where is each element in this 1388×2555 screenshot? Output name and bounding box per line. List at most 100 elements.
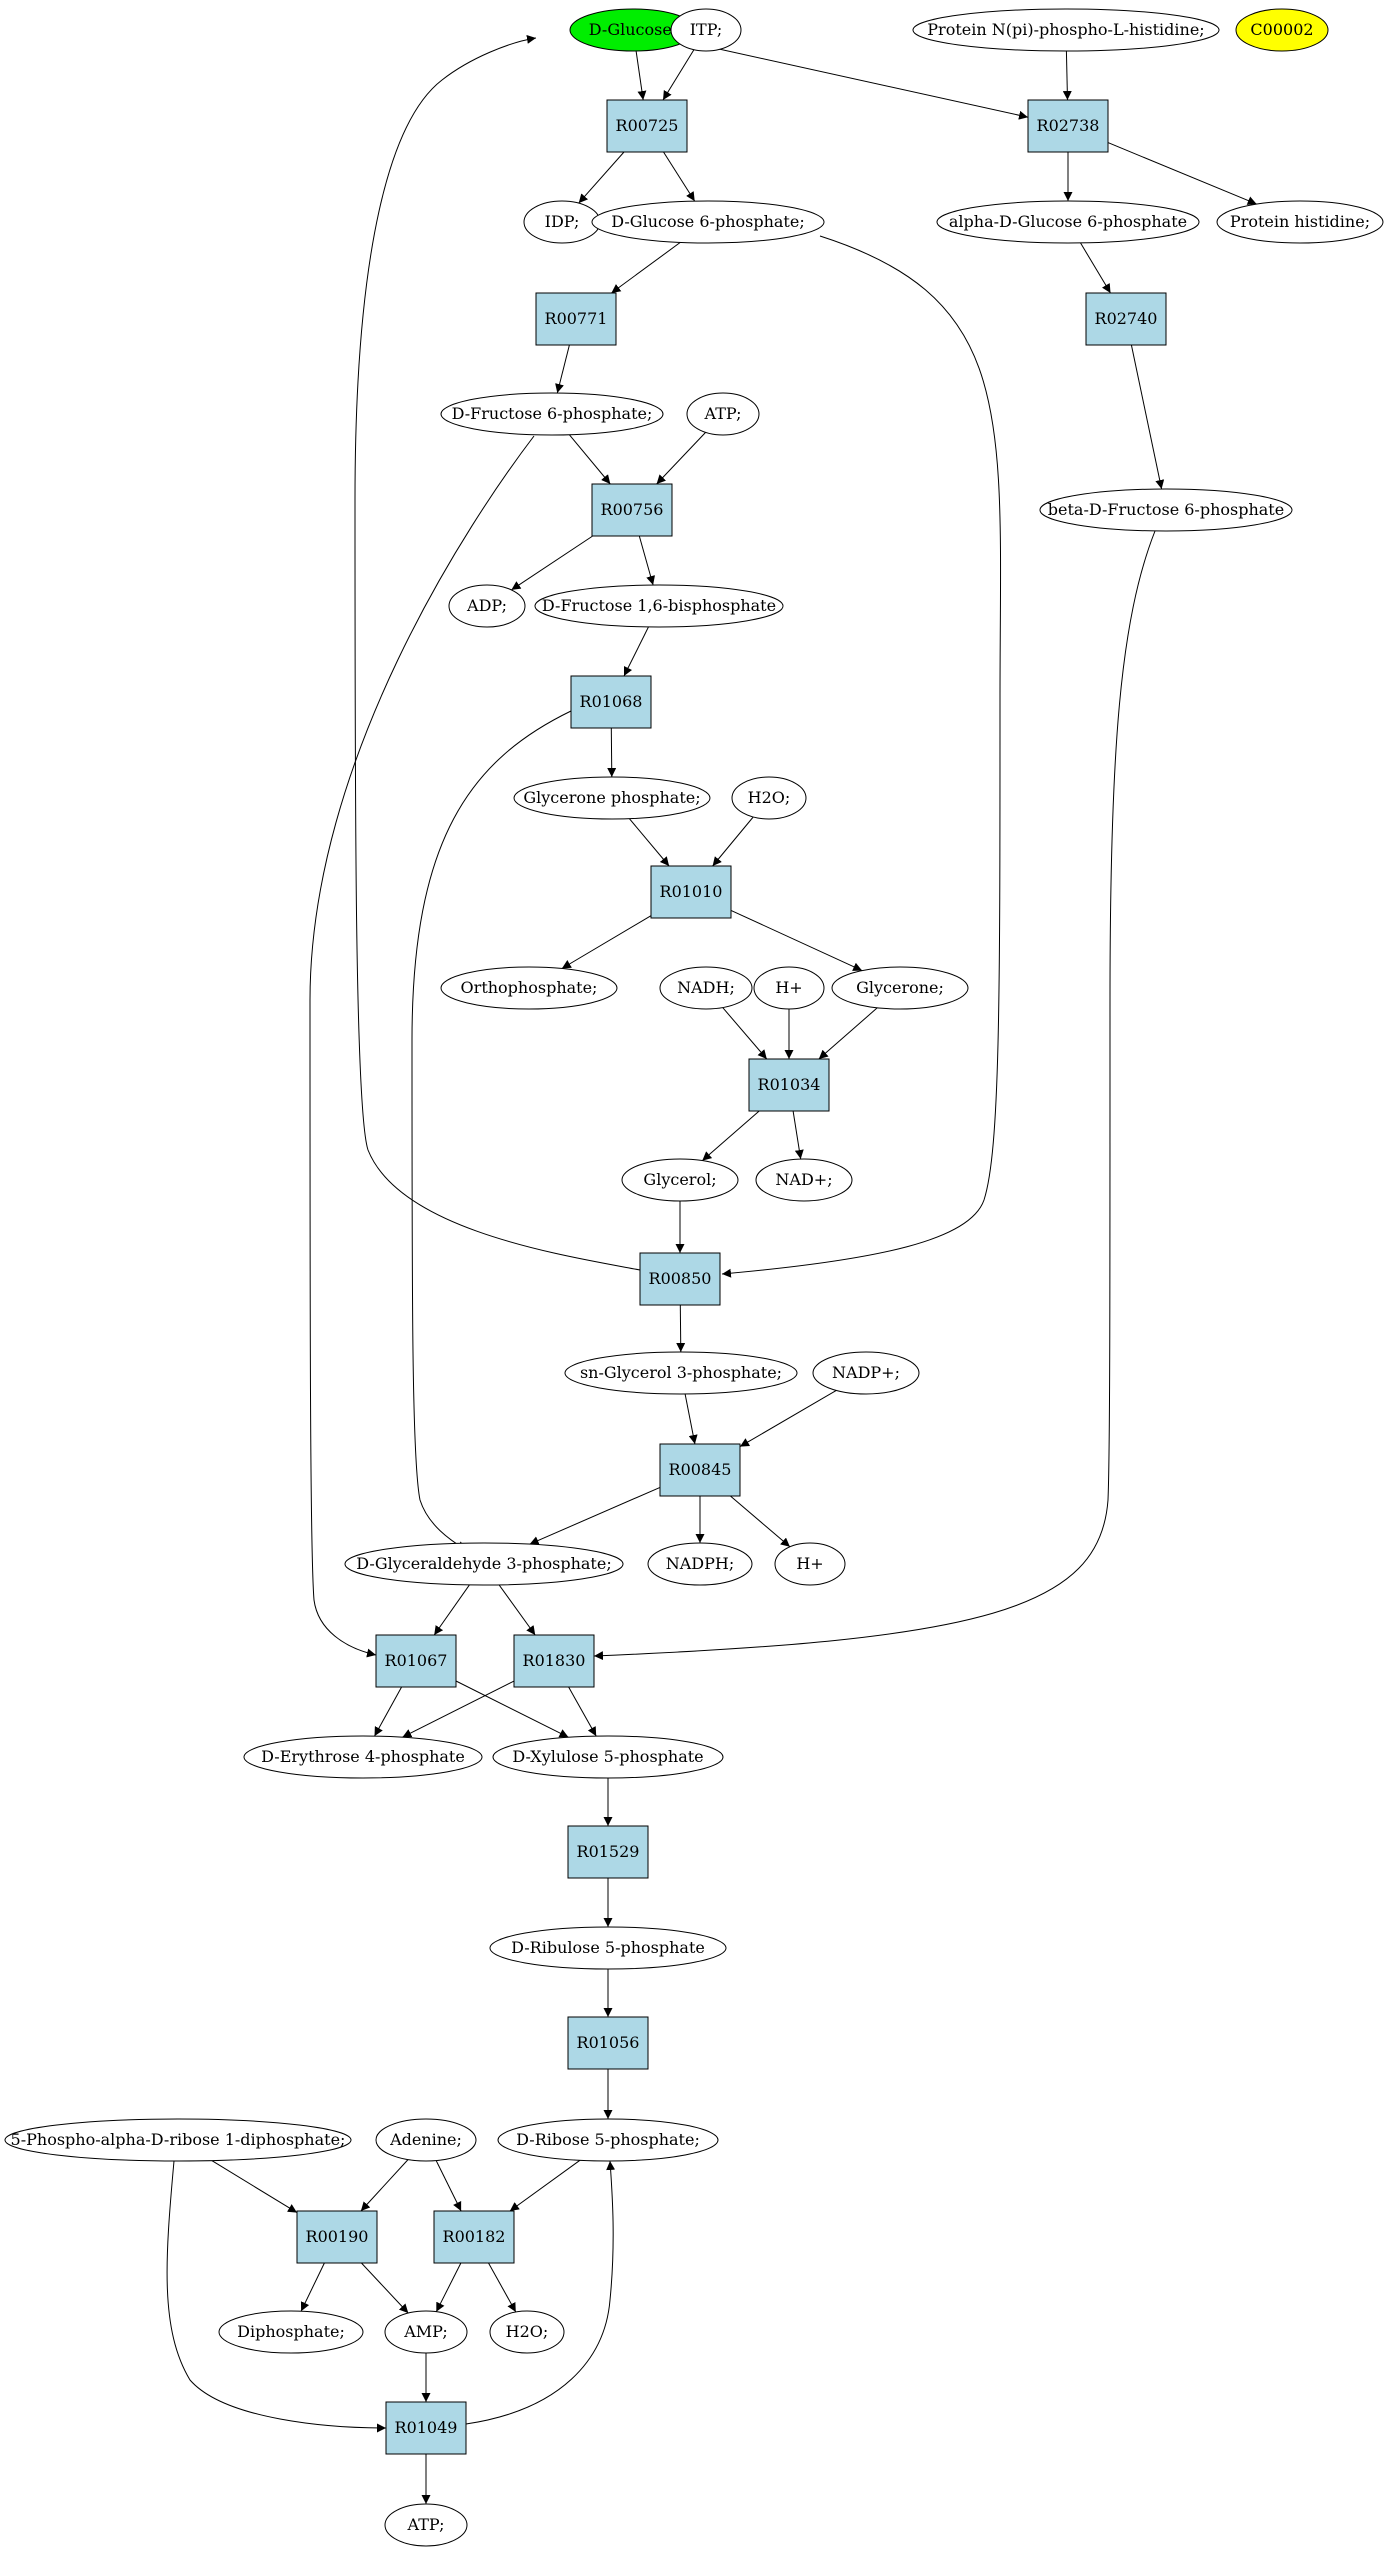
node-label: H+ (796, 1554, 823, 1573)
nodes-layer: D-Glucose;ITP;Protein N(pi)-phospho-L-hi… (4, 8, 1384, 2547)
edge-R02740-to-bf6p (1130, 344, 1165, 490)
edge-glyp-to-R01010 (629, 818, 670, 867)
edge-R00725-to-idp (578, 151, 625, 204)
edge-r5p-to-R00182 (509, 2159, 581, 2212)
node-label: Glycerol; (643, 1170, 716, 1189)
compound-ellipse (1235, 8, 1329, 52)
compound-node-adenine: Adenine; (375, 2118, 477, 2162)
node-label: R00756 (601, 500, 664, 519)
node-label: ATP; (407, 2515, 445, 2534)
node-label: D-Ribose 5-phosphate; (516, 2130, 700, 2149)
compound-ellipse (755, 1158, 853, 1202)
reaction-node-R01056: R01056 (567, 2016, 649, 2070)
compound-ellipse (621, 1158, 739, 1202)
node-label: H2O; (506, 2322, 549, 2341)
node-label: R00850 (649, 1269, 712, 1288)
reaction-box (748, 1058, 830, 1112)
compound-node-ga3p: D-Glyceraldehyde 3-phosphate; (344, 1542, 624, 1586)
compound-ellipse (912, 8, 1220, 52)
compound-node-f6p: D-Fructose 6-phosphate; (440, 392, 664, 436)
edge-ga3p-to-R01830 (498, 1584, 536, 1636)
edge-atp1-to-R00756 (656, 432, 706, 485)
node-label: C00002 (1250, 20, 1313, 39)
edge-g6p-to-R00771 (611, 241, 681, 294)
edge-R01049-to-r5p (465, 2160, 616, 2425)
compound-node-amp: AMP; (384, 2310, 468, 2354)
edge-sng3p-to-R00845 (684, 1393, 698, 1445)
node-label: beta-D-Fructose 6-phosphate (1048, 500, 1284, 519)
compound-ellipse (670, 8, 742, 52)
edge-R01830-to-x5p (568, 1686, 597, 1737)
reaction-box (659, 1443, 741, 1497)
compound-node-nadh: NADH; (659, 966, 753, 1010)
edge-R01010-to-ortho (561, 915, 652, 969)
compound-node-adp: ADP; (448, 584, 526, 628)
node-label: R01010 (660, 882, 723, 901)
compound-node-ortho: Orthophosphate; (440, 966, 618, 1010)
compound-node-bf6p: beta-D-Fructose 6-phosphate (1039, 488, 1293, 532)
node-label: R02738 (1037, 116, 1100, 135)
reaction-node-R00182: R00182 (433, 2210, 515, 2264)
compound-node-prpp: 5-Phospho-alpha-D-ribose 1-diphosphate; (4, 2118, 352, 2162)
edges-layer (166, 34, 1257, 2504)
node-label: R00771 (545, 309, 608, 328)
compound-node-nadpplus: NADP+; (812, 1351, 920, 1395)
node-label: R02740 (1095, 309, 1158, 328)
compound-node-nadplus: NAD+; (755, 1158, 853, 1202)
edge-R00771-to-f6p (555, 344, 570, 394)
compound-node-hplus1: H+ (753, 966, 825, 1010)
edge-g6p-to-R00850 (721, 235, 1002, 1278)
reaction-box (567, 1825, 649, 1879)
node-label: R01056 (577, 2033, 640, 2052)
edge-R01010-to-glycerone (730, 909, 863, 972)
compound-ellipse (384, 2503, 468, 2547)
reaction-node-R00771: R00771 (535, 292, 617, 346)
node-label: R00182 (443, 2227, 506, 2246)
compound-node-nadph: NADPH; (647, 1542, 753, 1586)
edge-glucose-to-R02738 (685, 41, 1029, 120)
reaction-node-R01010: R01010 (650, 865, 732, 919)
reaction-node-R01529: R01529 (567, 1825, 649, 1879)
node-label: D-Fructose 1,6-bisphosphate (542, 596, 776, 615)
compound-node-e4p: D-Erythrose 4-phosphate (243, 1735, 483, 1779)
edge-ag6p-to-R02740 (1080, 242, 1111, 294)
compound-node-diphos: Diphosphate; (218, 2310, 364, 2354)
edge-R00845-to-hplus2 (730, 1495, 791, 1548)
reaction-box (513, 1634, 595, 1688)
node-label: NADPH; (666, 1554, 735, 1573)
node-label: NADH; (677, 978, 735, 997)
node-label: Glycerone phosphate; (523, 788, 700, 807)
compound-ellipse (344, 1542, 624, 1586)
node-label: D-Glyceraldehyde 3-phosphate; (356, 1554, 611, 1573)
reaction-box (570, 675, 652, 729)
compound-ellipse (492, 1735, 724, 1779)
compound-ellipse (564, 1351, 798, 1395)
reaction-node-R02740: R02740 (1085, 292, 1167, 346)
compound-ellipse (489, 1926, 727, 1970)
node-label: H2O; (748, 788, 791, 807)
compound-node-h2o1: H2O; (731, 776, 807, 820)
reaction-box (375, 1634, 457, 1688)
edge-itp-to-R00725 (662, 49, 695, 101)
node-label: R01830 (523, 1651, 586, 1670)
node-label: D-Ribulose 5-phosphate (511, 1938, 705, 1957)
reaction-node-R00850: R00850 (639, 1252, 721, 1306)
reaction-node-R00725: R00725 (606, 99, 688, 153)
edge-f6p-to-R01067 (309, 435, 535, 1658)
compound-ellipse (440, 966, 618, 1010)
reaction-box (535, 292, 617, 346)
compound-node-glucose: D-Glucose; (569, 8, 697, 52)
node-label: Glycerone; (856, 978, 944, 997)
reaction-box (639, 1252, 721, 1306)
edge-protein_np-to-R02738 (1062, 50, 1072, 101)
compound-node-ru5p: D-Ribulose 5-phosphate (489, 1926, 727, 1970)
node-label: sn-Glycerol 3-phosphate; (580, 1363, 782, 1382)
compound-ellipse (440, 392, 664, 436)
compound-ellipse (243, 1735, 483, 1779)
edge-glucose-to-R00725 (635, 50, 647, 101)
reaction-box (1027, 99, 1109, 153)
compound-node-hplus2: H+ (774, 1542, 846, 1586)
compound-ellipse (534, 584, 784, 628)
compound-ellipse (4, 2118, 352, 2162)
